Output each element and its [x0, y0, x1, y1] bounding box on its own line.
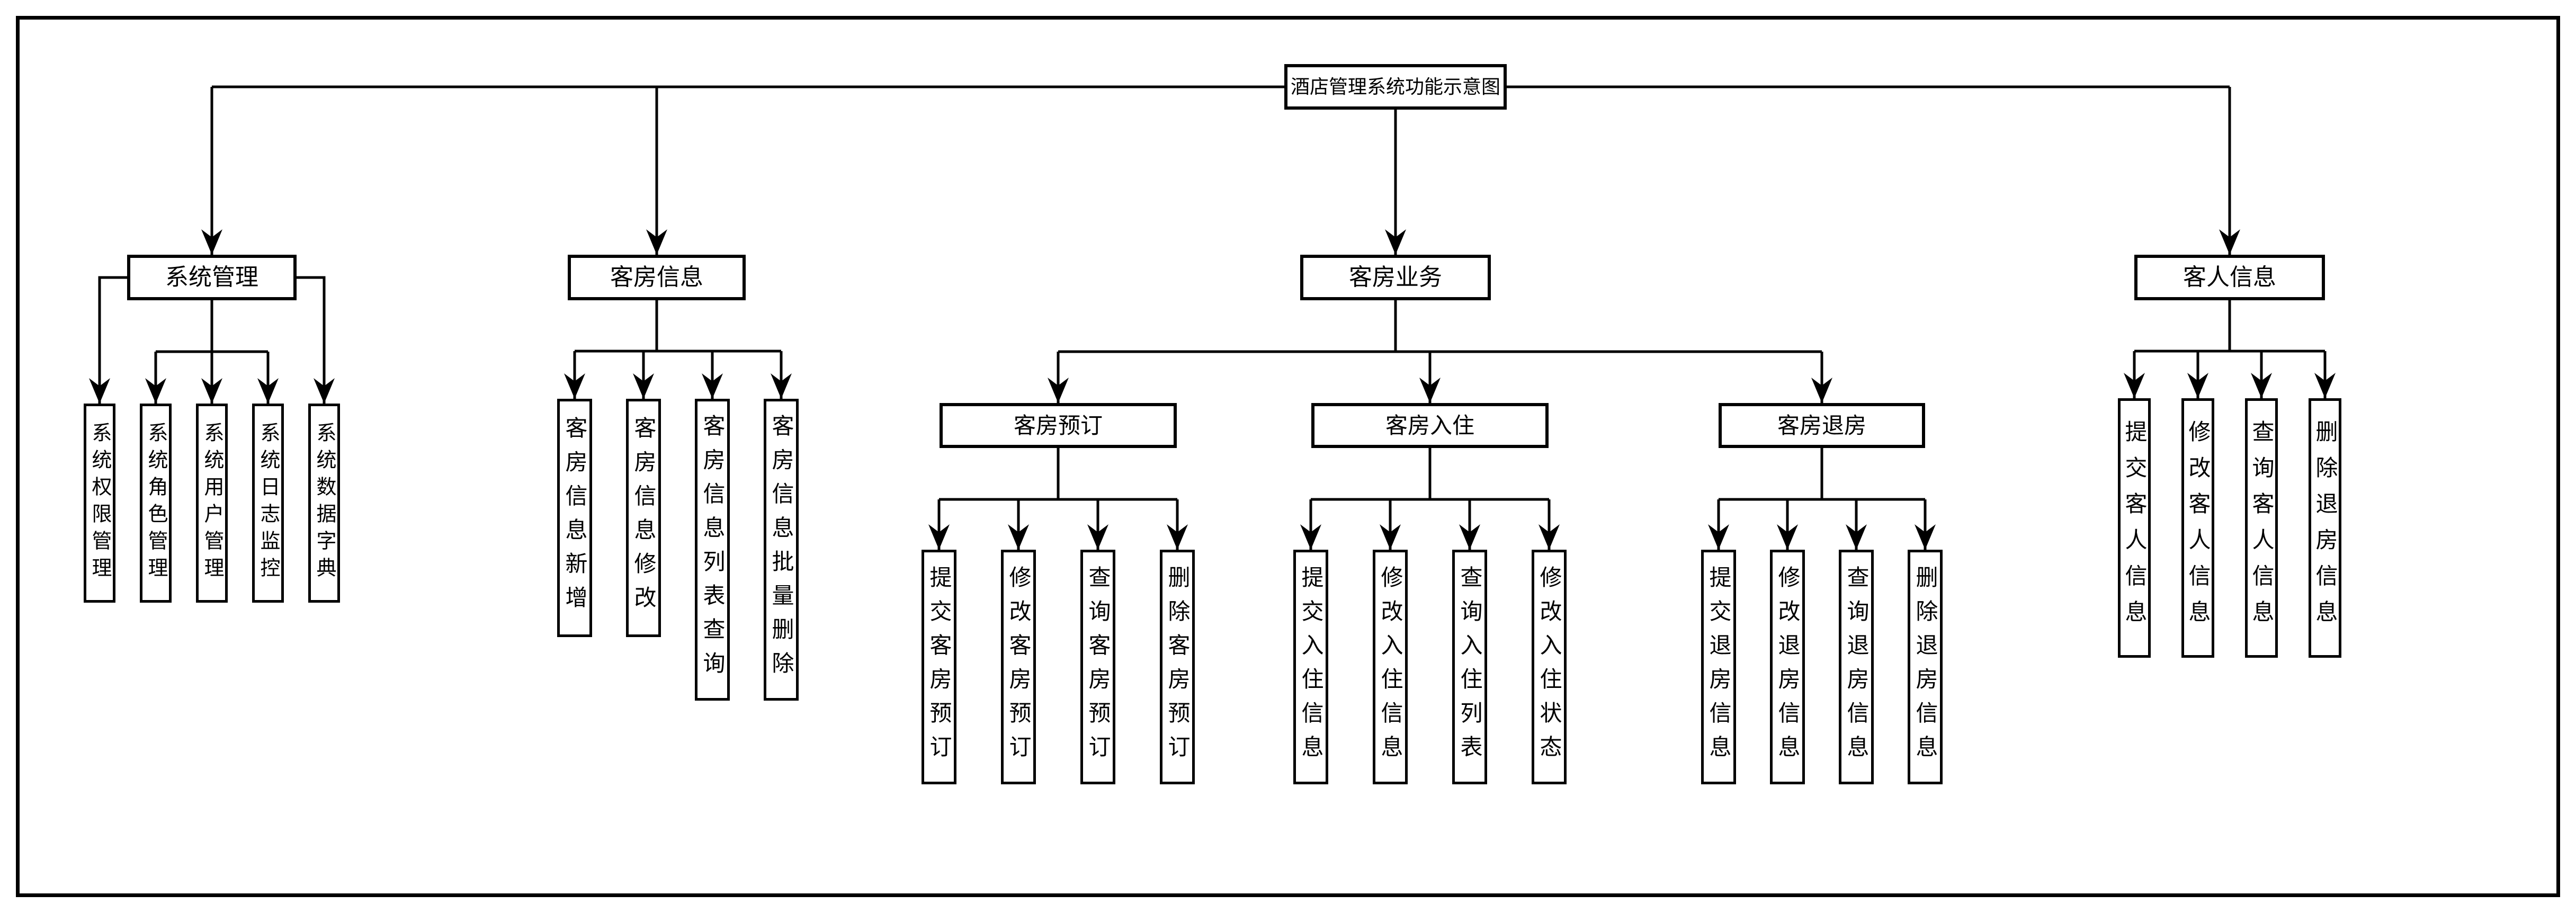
leaf-label: 删除退房信息	[2313, 420, 2338, 636]
leaf-guest-info-edit: 修改客人信息	[2181, 398, 2214, 658]
leaf-label: 查询客房预订	[1086, 565, 1111, 769]
leaf-checkout-edit: 修改退房信息	[1770, 550, 1805, 784]
leaf-booking-query: 查询客房预订	[1080, 550, 1115, 784]
connector-lines	[98, 85, 2327, 550]
leaf-label: 查询入住列表	[1457, 565, 1482, 769]
leaf-label: 客房信息批量删除	[769, 414, 794, 685]
leaf-system-data-dictionary: 系统数据字典	[308, 404, 340, 603]
group-room-checkin: 客房入住	[1311, 403, 1549, 448]
leaf-booking-delete: 删除客房预订	[1160, 550, 1195, 784]
leaf-label: 修改入住状态	[1537, 565, 1562, 769]
leaf-checkout-query: 查询退房信息	[1839, 550, 1874, 784]
leaf-system-role-mgmt: 系统角色管理	[140, 404, 172, 603]
leaf-label: 客房信息新增	[562, 416, 587, 620]
leaf-checkout-info-delete: 删除退房信息	[2309, 398, 2341, 658]
branch-system-management: 系统管理	[127, 255, 297, 300]
leaf-guest-info-submit: 提交客人信息	[2118, 398, 2151, 658]
leaf-label: 系统用户管理	[201, 422, 223, 584]
leaf-label: 提交入住信息	[1299, 565, 1323, 769]
leaf-label: 删除客房预订	[1165, 565, 1190, 769]
leaf-booking-submit: 提交客房预订	[922, 550, 956, 784]
leaf-system-permission-mgmt: 系统权限管理	[84, 404, 115, 603]
leaf-label: 查询退房信息	[1844, 565, 1869, 769]
branch-room-info: 客房信息	[568, 255, 746, 300]
leaf-label: 系统权限管理	[88, 422, 111, 584]
leaf-label: 修改客人信息	[2186, 420, 2211, 636]
leaf-checkout-delete: 删除退房信息	[1908, 550, 1943, 784]
leaf-room-info-edit: 客房信息修改	[626, 399, 661, 637]
leaf-label: 删除退房信息	[1913, 565, 1938, 769]
leaf-label: 提交退房信息	[1706, 565, 1731, 769]
leaf-label: 系统日志监控	[257, 422, 279, 584]
leaf-room-info-add: 客房信息新增	[557, 399, 592, 637]
leaf-label: 客房信息修改	[631, 416, 656, 620]
leaf-room-info-batch-delete: 客房信息批量删除	[764, 399, 799, 701]
branch-room-business: 客房业务	[1300, 255, 1491, 300]
leaf-label: 修改入住信息	[1378, 565, 1403, 769]
leaf-system-log-monitor: 系统日志监控	[252, 404, 284, 603]
root-node: 酒店管理系统功能示意图	[1284, 64, 1507, 110]
leaf-checkin-status-edit: 修改入住状态	[1532, 550, 1567, 784]
leaf-checkin-edit: 修改入住信息	[1373, 550, 1408, 784]
leaf-booking-edit: 修改客房预订	[1001, 550, 1036, 784]
leaf-label: 系统角色管理	[145, 422, 167, 584]
branch-guest-info: 客人信息	[2134, 255, 2325, 300]
leaf-label: 修改退房信息	[1775, 565, 1800, 769]
group-room-checkout: 客房退房	[1719, 403, 1925, 448]
leaf-label: 客房信息列表查询	[700, 414, 725, 685]
leaf-label: 提交客人信息	[2122, 420, 2147, 636]
leaf-checkout-submit: 提交退房信息	[1701, 550, 1736, 784]
leaf-room-info-list-query: 客房信息列表查询	[695, 399, 730, 701]
group-room-booking: 客房预订	[940, 403, 1177, 448]
leaf-guest-info-query: 查询客人信息	[2245, 398, 2278, 658]
outer-border	[16, 16, 2560, 897]
leaf-checkin-submit: 提交入住信息	[1293, 550, 1328, 784]
leaf-checkin-list-query: 查询入住列表	[1452, 550, 1487, 784]
leaf-system-user-mgmt: 系统用户管理	[196, 404, 228, 603]
arrowhead-icons	[89, 229, 2336, 550]
leaf-label: 系统数据字典	[313, 422, 335, 584]
leaf-label: 查询客人信息	[2249, 420, 2274, 636]
leaf-label: 修改客房预订	[1006, 565, 1031, 769]
leaf-label: 提交客房预订	[927, 565, 952, 769]
